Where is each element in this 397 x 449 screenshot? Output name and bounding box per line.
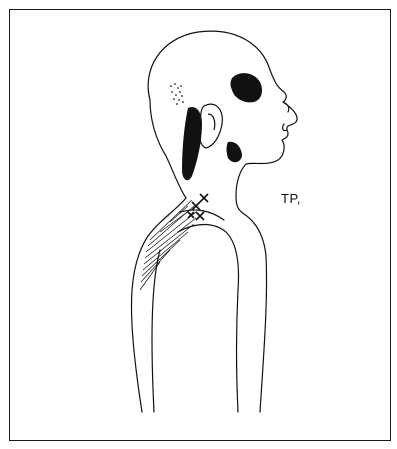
trigger-point-label: TP,: [281, 191, 301, 206]
temple-pain-zone: [231, 73, 263, 102]
head-outline: [148, 31, 297, 196]
ear-icon: [199, 104, 222, 148]
back-contour: [131, 198, 186, 412]
neck-back: [150, 100, 186, 198]
trapezius-striations: [140, 200, 196, 290]
jaw-pain-zone: [227, 142, 243, 163]
occipital-stipple: [170, 83, 184, 105]
mastoid-pain-zone: [182, 107, 202, 180]
trigger-point-marks: [188, 194, 208, 220]
neck-front: [236, 196, 267, 412]
